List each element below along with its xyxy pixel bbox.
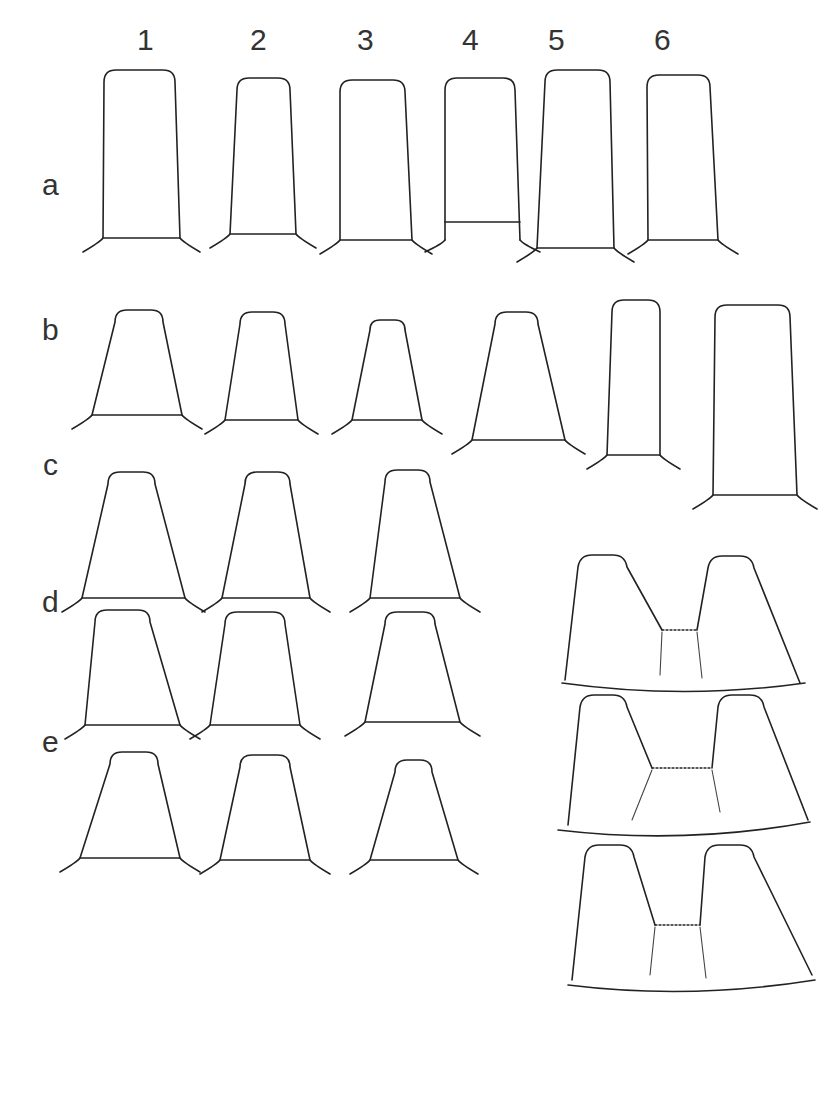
- outline: [370, 470, 460, 598]
- outline: [700, 845, 812, 975]
- bridge-line: [652, 767, 712, 768]
- outline: [92, 310, 182, 415]
- outline: [220, 755, 310, 860]
- outline: [370, 760, 458, 860]
- base-line: [350, 598, 480, 612]
- inner-line: [660, 632, 702, 678]
- outline: [230, 78, 296, 234]
- outline: [572, 845, 655, 980]
- base-line: [628, 240, 738, 254]
- base-line: [320, 240, 432, 254]
- base-line: [693, 495, 817, 509]
- base-line: [345, 722, 480, 736]
- base-line: [350, 860, 478, 874]
- row-letter: e: [42, 727, 59, 757]
- outline: [82, 472, 185, 598]
- base-line: [60, 858, 200, 872]
- outline: [222, 472, 310, 598]
- outline: [472, 312, 565, 440]
- bridge-line: [662, 629, 697, 630]
- inner-line: [650, 927, 706, 978]
- outline: [565, 555, 662, 680]
- outline: [85, 610, 180, 725]
- outline: [210, 612, 300, 725]
- row-letter: c: [43, 450, 58, 480]
- base-line: [425, 240, 540, 252]
- column-number: 5: [548, 25, 565, 55]
- base-line: [452, 440, 585, 454]
- outline: [697, 556, 800, 683]
- outline: [647, 75, 718, 240]
- outline: [225, 312, 298, 420]
- outline: [352, 320, 422, 420]
- base-line: [517, 248, 634, 262]
- column-number: 6: [654, 25, 671, 55]
- outline: [445, 78, 520, 240]
- outline: [713, 305, 797, 495]
- base-line: [558, 822, 810, 836]
- base-line: [65, 725, 200, 739]
- base-line: [210, 234, 316, 248]
- base-line: [200, 860, 330, 874]
- base-line: [562, 683, 805, 692]
- outline: [340, 80, 412, 240]
- row-letter: d: [42, 587, 59, 617]
- base-line: [190, 725, 320, 739]
- outline: [568, 695, 652, 825]
- row-letter: b: [42, 315, 59, 345]
- base-line: [202, 598, 330, 612]
- base-line: [332, 420, 442, 434]
- inner-line: [632, 770, 720, 820]
- outline: [80, 752, 180, 858]
- column-number: 4: [462, 25, 479, 55]
- column-number: 1: [137, 25, 154, 55]
- bridge-line: [655, 924, 700, 925]
- row-letter: a: [42, 170, 59, 200]
- base-line: [205, 420, 318, 434]
- base-line: [587, 455, 680, 469]
- base-line: [445, 221, 520, 223]
- outline: [537, 70, 614, 248]
- outline: [712, 695, 808, 820]
- base-line: [72, 415, 202, 429]
- base-line: [568, 980, 815, 991]
- outline: [607, 300, 660, 455]
- base-line: [83, 238, 200, 252]
- column-number: 3: [357, 25, 374, 55]
- outline: [103, 70, 180, 238]
- column-number: 2: [250, 25, 267, 55]
- outline: [365, 612, 460, 722]
